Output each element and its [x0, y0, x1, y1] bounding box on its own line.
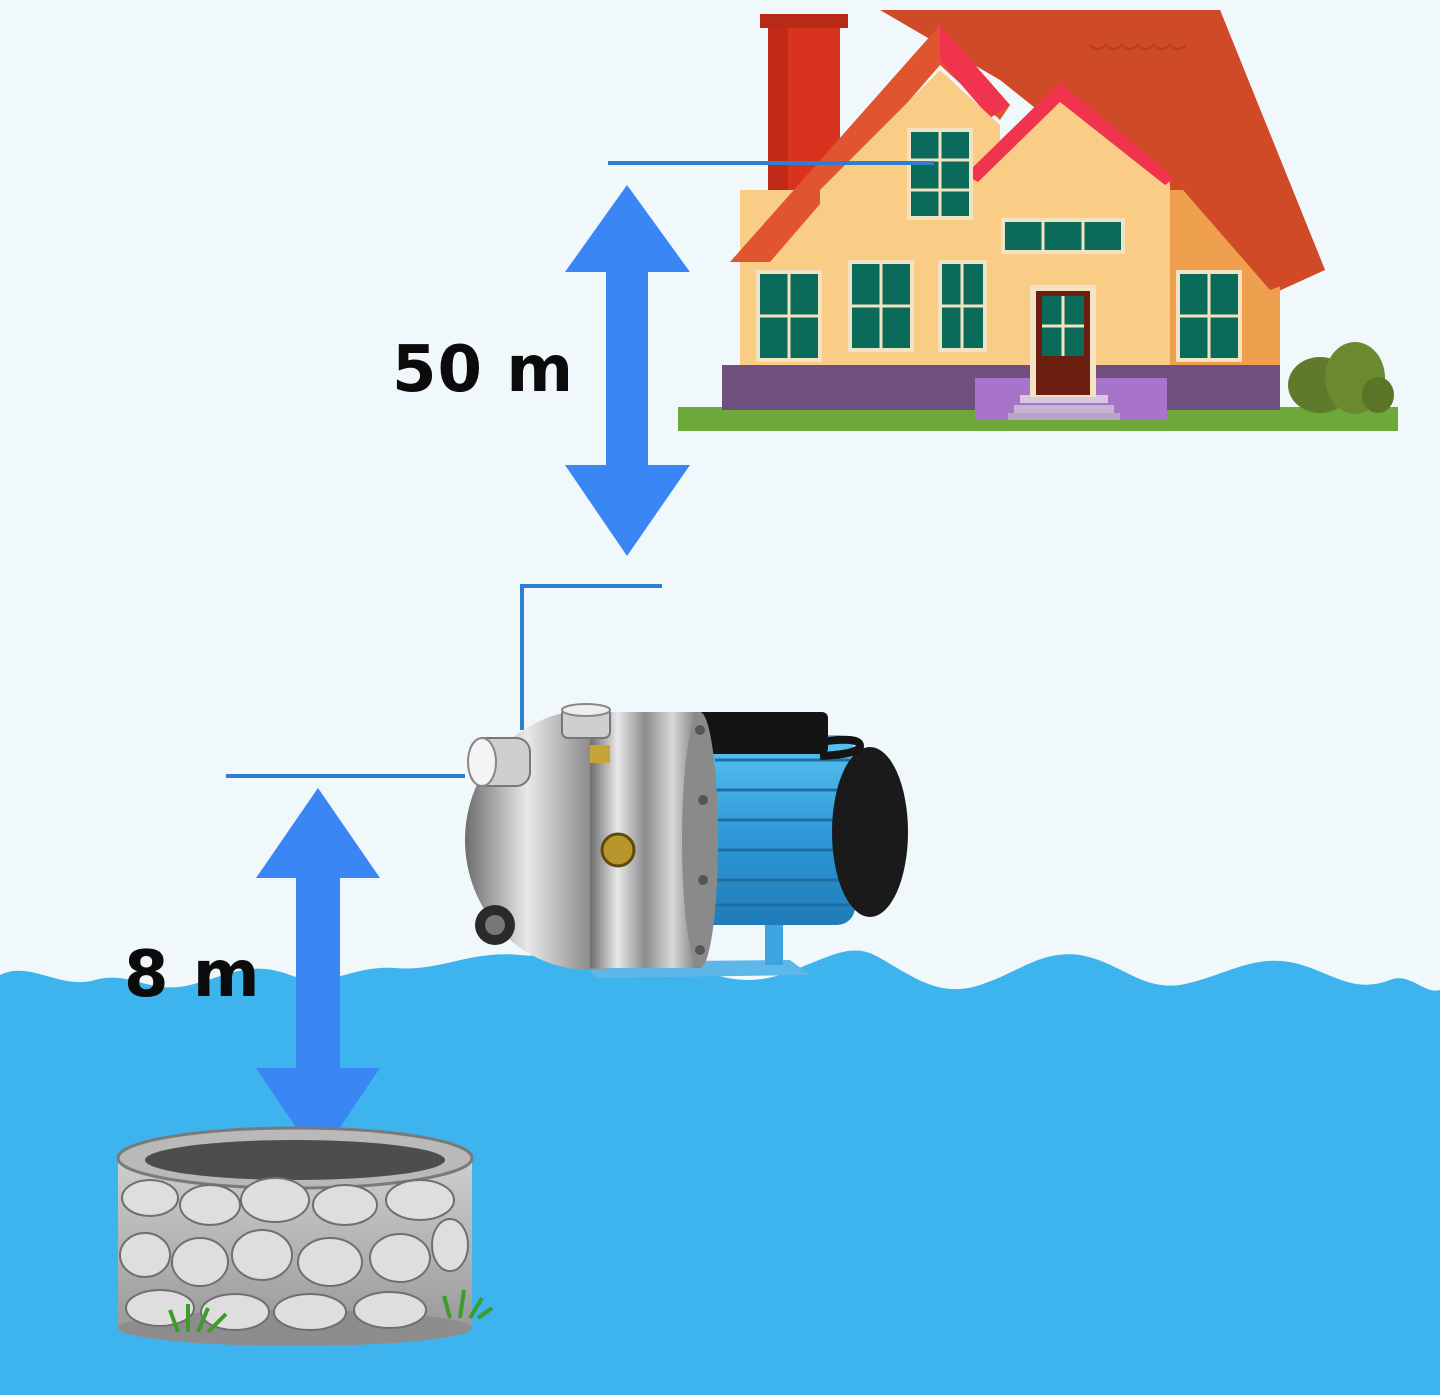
well-to-pump-depth-label: 8 m [124, 938, 261, 1012]
water-pump-icon [465, 703, 908, 978]
double-arrow-icon [256, 788, 380, 1160]
pump-outlet-pipe-line [520, 584, 662, 730]
bush-icon [1288, 342, 1394, 414]
double-arrow-icon [565, 185, 690, 556]
house-icon [678, 10, 1398, 431]
pump-to-house-height-label: 50 m [392, 333, 575, 407]
stone-well-icon [116, 1126, 494, 1346]
